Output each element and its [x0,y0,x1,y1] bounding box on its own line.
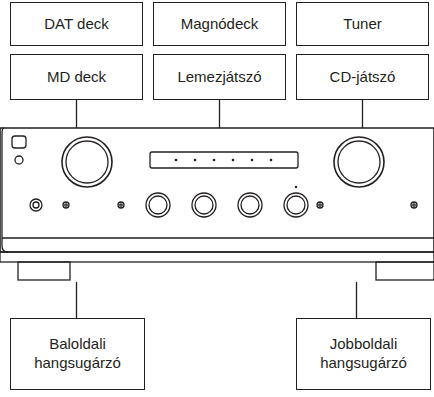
device-box: MD deck [10,54,143,100]
device-label: Tuner [343,15,382,34]
device-box: Lemezjátszó [153,54,286,100]
device-box: DAT deck [10,2,143,46]
device-label: DAT deck [44,15,108,34]
device-label: CD-játszó [330,68,396,87]
amplifier-controls [12,136,417,217]
device-label: MD deck [47,68,106,87]
amplifier-body [0,128,434,280]
device-label: Jobboldali hangsugárzó [303,335,424,373]
connection-wires [77,100,363,318]
device-box: CD-játszó [296,54,429,100]
device-box: Tuner [296,2,429,46]
device-box: Baloldali hangsugárzó [10,318,145,390]
device-box: Jobboldali hangsugárzó [296,318,431,390]
device-label: Magnódeck [181,15,259,34]
device-label: Lemezjátszó [177,68,261,87]
device-label: Baloldali hangsugárzó [17,335,138,373]
device-box: Magnódeck [153,2,286,46]
